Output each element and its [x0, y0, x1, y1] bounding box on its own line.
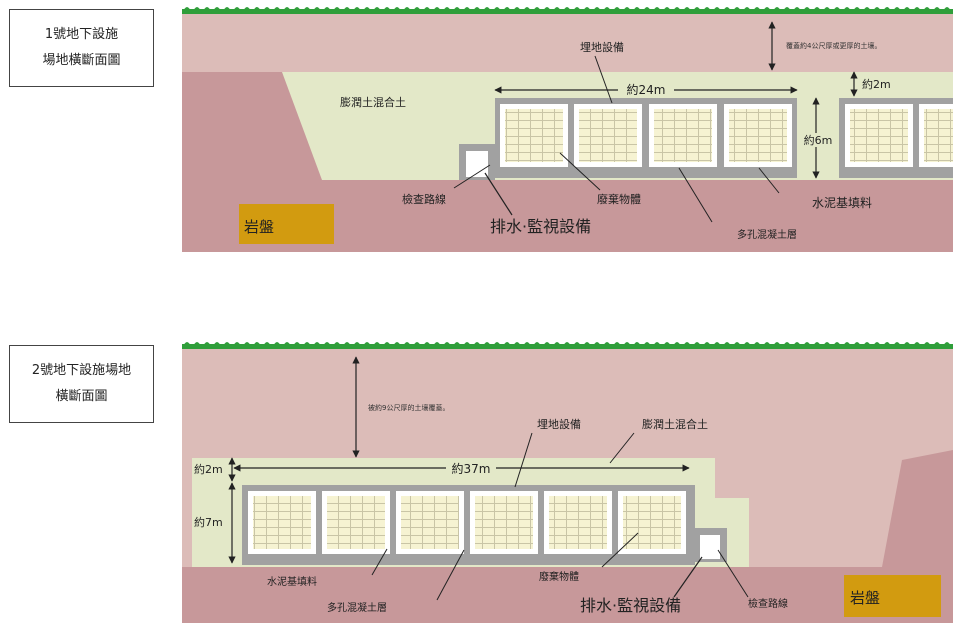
diagram2-cross-section: 被約9公尺厚的土壤覆蓋。 約37m 約2m 約7m 埋地設備 膨潤土混合土 水泥…	[182, 342, 953, 623]
diagram1-cross-section: 約24m 約2m 約6m 覆蓋約4公尺厚或更厚的土壤。 埋地設備 膨潤土混合土 …	[182, 7, 953, 252]
buried-facility-2	[242, 485, 695, 565]
diagram2-caption-line1: 2號地下設施場地	[31, 363, 132, 378]
d1-bentonite-label: 膨潤土混合土	[340, 95, 406, 109]
d1-drainage-label: 排水·監視設備	[490, 217, 591, 236]
d1-porous-label: 多孔混凝土層	[737, 228, 797, 241]
buried-facility-right	[839, 98, 953, 178]
d1-waste-label: 廢棄物體	[597, 192, 641, 206]
d1-bedrock-badge	[239, 204, 334, 244]
d2-drainage-label: 排水·監視設備	[580, 596, 681, 615]
diagram2-caption-line2: 橫斷面圖	[55, 389, 108, 404]
d1-bedrock-label: 岩盤	[244, 218, 274, 236]
grass-strip	[182, 7, 953, 14]
d2-bentonite-label: 膨潤土混合土	[642, 417, 708, 431]
diagram1-caption-line1: 1號地下設施	[44, 27, 119, 42]
d2-height-label: 約7m	[194, 515, 223, 529]
d2-porous-label: 多孔混凝土層	[327, 601, 387, 614]
diagram1-caption: 1號地下設施 場地橫斷面圖	[9, 9, 154, 87]
d2-inspection-label: 檢查路線	[748, 597, 788, 610]
diagram2-caption: 2號地下設施場地 橫斷面圖	[9, 345, 154, 423]
d1-width-label: 約24m	[627, 82, 666, 97]
d2-width-label: 約37m	[452, 461, 491, 476]
d2-top-gap-label: 約2m	[194, 462, 223, 476]
d1-top-gap-label: 約2m	[862, 77, 891, 91]
d1-cement-label: 水泥基填料	[812, 196, 872, 210]
d1-inspection-label: 檢查路線	[402, 192, 446, 206]
d1-height-label: 約6m	[804, 133, 833, 147]
d2-waste-label: 廢棄物體	[539, 570, 579, 583]
diagram1-caption-line2: 場地橫斷面圖	[42, 53, 121, 68]
d2-cover-note: 被約9公尺厚的土壤覆蓋。	[368, 403, 449, 412]
d2-cement-label: 水泥基填料	[267, 575, 317, 588]
d2-facility-label: 埋地設備	[537, 417, 581, 431]
d2-bedrock-badge	[844, 575, 941, 617]
bedrock-layer-2	[182, 567, 953, 623]
d1-cover-note: 覆蓋約4公尺厚或更厚的土壤。	[786, 41, 881, 50]
grass-strip-2	[182, 342, 953, 349]
buried-facility	[495, 98, 797, 178]
topsoil-layer	[182, 12, 953, 72]
d1-facility-label: 埋地設備	[580, 40, 624, 54]
d2-bedrock-label: 岩盤	[850, 589, 880, 607]
